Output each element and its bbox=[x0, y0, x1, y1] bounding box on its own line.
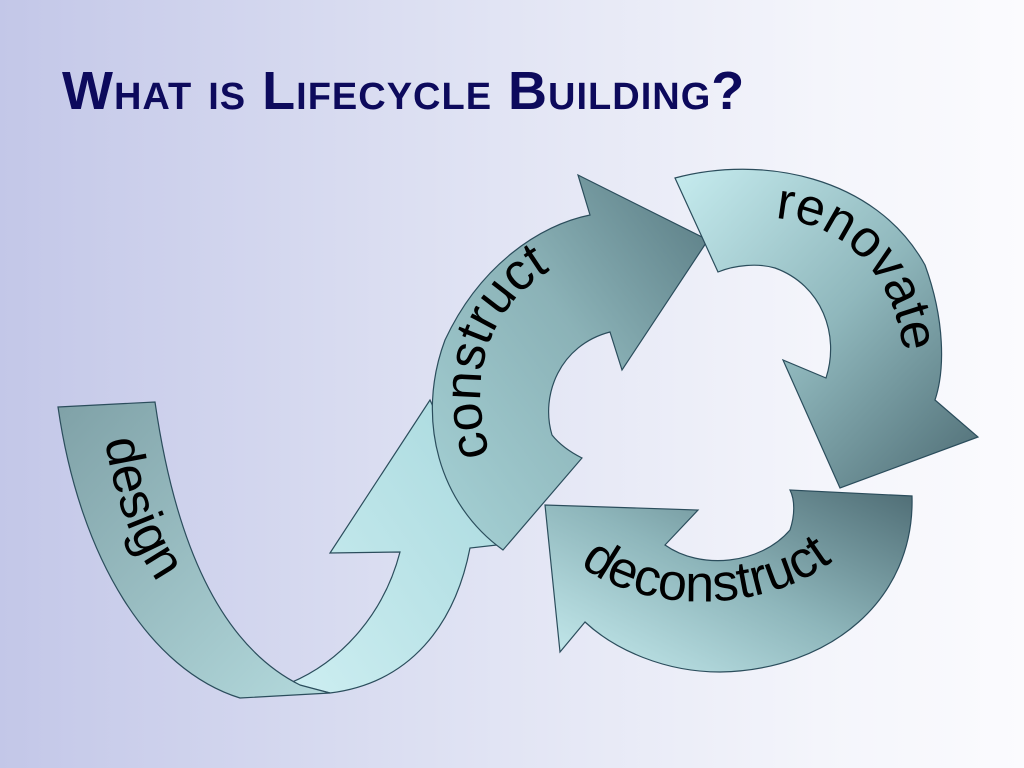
stage-construct: construct bbox=[431, 173, 709, 551]
stage-design: design bbox=[57, 401, 331, 699]
slide-title: What is Lifecycle Building? bbox=[62, 61, 746, 121]
stage-renovate: renovate bbox=[674, 168, 980, 489]
stage-deconstruct: deconstruct bbox=[544, 489, 913, 673]
